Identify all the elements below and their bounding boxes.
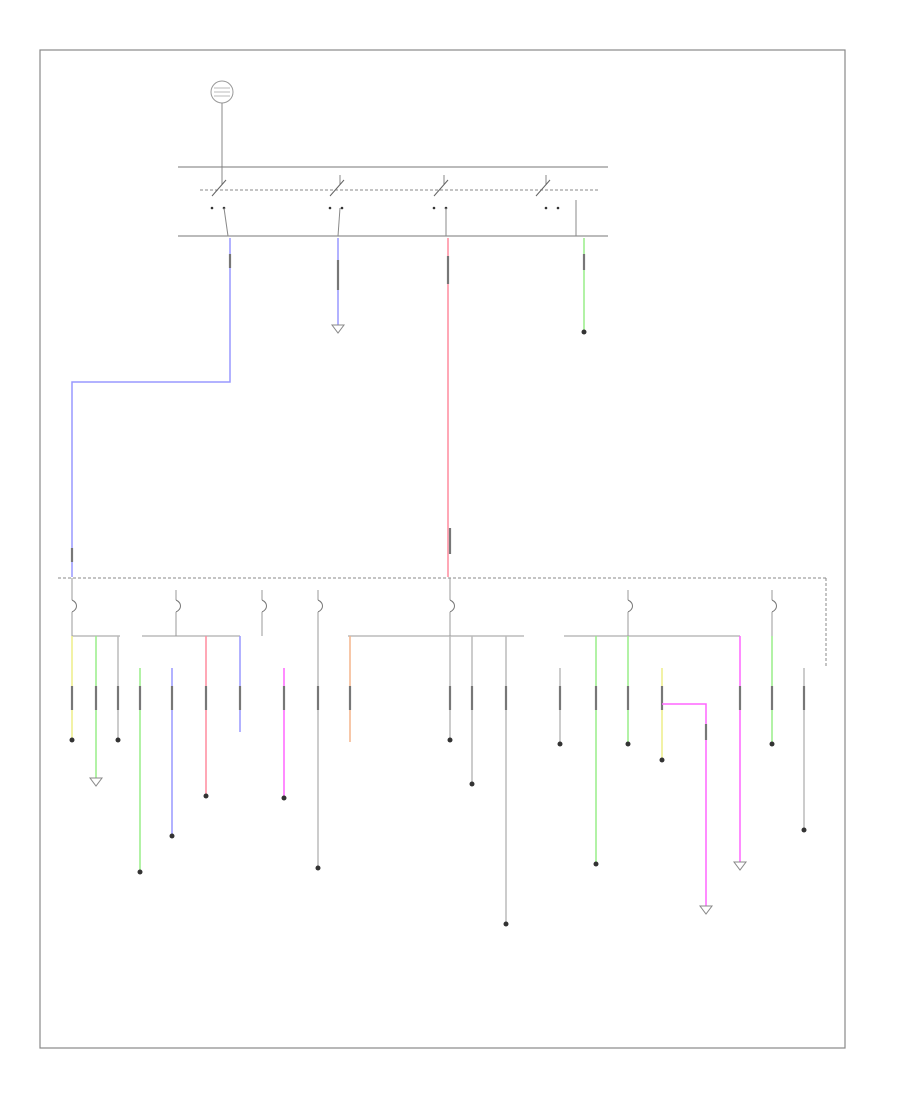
switch-1 — [210, 167, 229, 237]
diagram-frame — [39, 49, 846, 1049]
terminal-dot — [625, 741, 631, 747]
blue-ground-wire — [331, 238, 345, 334]
red-feed-wire — [446, 238, 452, 577]
terminal-dot — [447, 737, 453, 743]
terminal-dot — [69, 737, 75, 743]
terminal-dot — [503, 921, 509, 927]
fuse-group-4 — [317, 590, 323, 680]
fuse-group-2 — [142, 590, 240, 637]
terminal-dot — [469, 781, 475, 787]
ground-symbol — [331, 324, 345, 334]
terminal-dot — [115, 737, 121, 743]
switch-2 — [328, 175, 345, 237]
terminal-dot — [315, 865, 321, 871]
magenta-branch-wire — [662, 703, 713, 915]
ground-symbol — [699, 905, 713, 915]
fuse-group-6 — [564, 590, 740, 637]
ground-symbol — [733, 861, 747, 871]
terminal-dot — [557, 741, 563, 747]
terminal-dot — [593, 861, 599, 867]
fuse-group-1 — [71, 578, 120, 637]
terminal-dot — [203, 793, 209, 799]
switch-3 — [432, 175, 449, 236]
fuse-group-3 — [261, 590, 267, 636]
fuse-group-5 — [348, 578, 524, 637]
terminal-dot — [659, 757, 665, 763]
terminal-dot — [281, 795, 287, 801]
bottom-loads — [69, 636, 807, 927]
ground-symbol — [89, 777, 103, 787]
terminal-dot — [137, 869, 143, 875]
green-load-wire — [581, 238, 587, 335]
terminal-dot — [769, 741, 775, 747]
switch-4 — [535, 175, 577, 236]
fuse-group-7 — [771, 590, 777, 636]
battery-symbol — [210, 80, 234, 167]
terminal-dot — [169, 833, 175, 839]
terminal-dot — [801, 827, 807, 833]
blue-feed-wire — [70, 238, 232, 577]
relay-box — [178, 166, 608, 237]
